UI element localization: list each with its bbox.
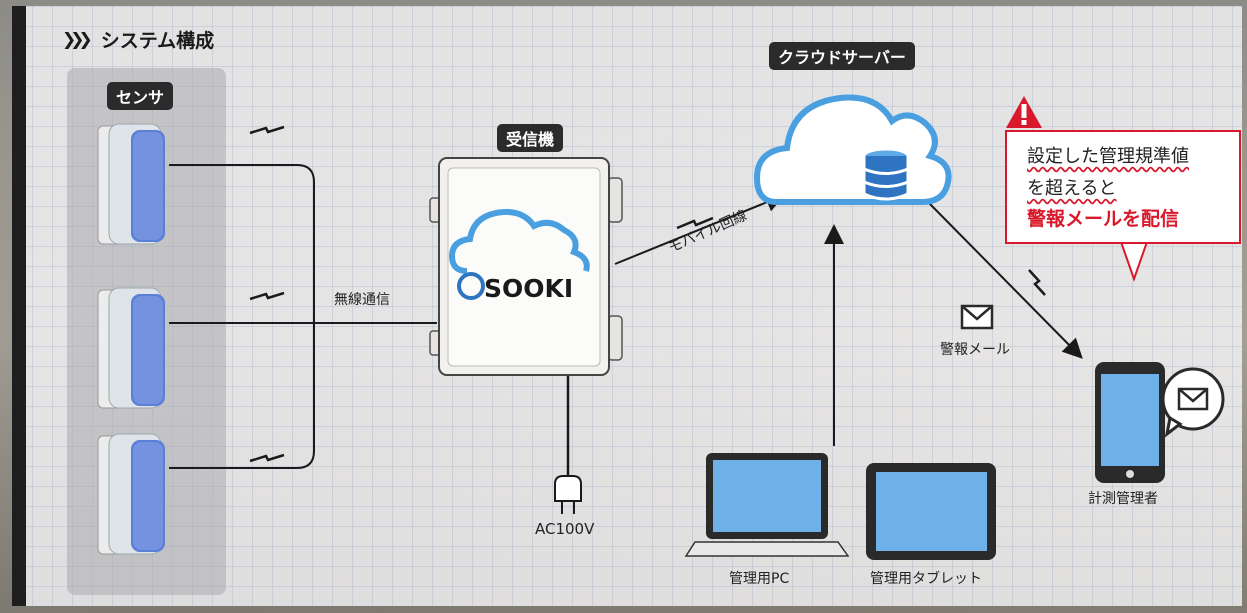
sensor-device-icon (97, 433, 165, 555)
admin-tablet-label: 管理用タブレット (870, 571, 982, 587)
system-panel: ❯❯❯ システム構成 センサ 受信機 クラウドサーバー (12, 6, 1242, 606)
mobile-line-arrow (614, 192, 786, 265)
cloud-server-icon (753, 94, 952, 205)
receiver-tag: 受信機 (497, 124, 564, 152)
section-title: ❯❯❯ システム構成 (62, 26, 214, 53)
laptop-icon (684, 453, 850, 557)
cloud-tag: クラウドサーバー (769, 42, 915, 70)
section-title-text: システム構成 (100, 30, 215, 52)
sooki-logo: SOOKI (484, 274, 573, 303)
power-label: AC100V (535, 520, 595, 538)
tablet-icon (866, 463, 996, 560)
alert-mail-label: 警報メール (940, 342, 1010, 358)
manager-label: 計測管理者 (1088, 491, 1158, 507)
smartphone-icon (1095, 362, 1225, 483)
mail-icon (960, 304, 994, 330)
power-plug-icon (554, 475, 582, 514)
alert-mail-arrow (926, 200, 1083, 359)
receiver-box-icon (429, 157, 623, 376)
callout-tail (1119, 238, 1149, 283)
sensor-device-icon (97, 123, 165, 245)
left-accent-bar (12, 6, 26, 606)
chevron-right-icon: ❯❯❯ (62, 29, 93, 50)
wireless-label: 無線通信 (334, 292, 390, 308)
alert-line-3: 警報メールを配信 (1027, 208, 1180, 230)
connection-diagram: SOOKI (97, 94, 1225, 560)
sensor-bus-wire (169, 164, 315, 469)
sensor-device-icon (97, 287, 165, 409)
alert-callout: 設定した管理規準値 を超えると 警報メールを配信 (1005, 130, 1241, 244)
warning-icon (1006, 96, 1042, 128)
sensor-tag: センサ (107, 82, 174, 110)
wireless-signal-icon (249, 125, 1046, 463)
alert-line-2: を超えると (1027, 178, 1117, 199)
admin-pc-label: 管理用PC (729, 571, 790, 587)
alert-line-1: 設定した管理規準値 (1027, 146, 1189, 167)
